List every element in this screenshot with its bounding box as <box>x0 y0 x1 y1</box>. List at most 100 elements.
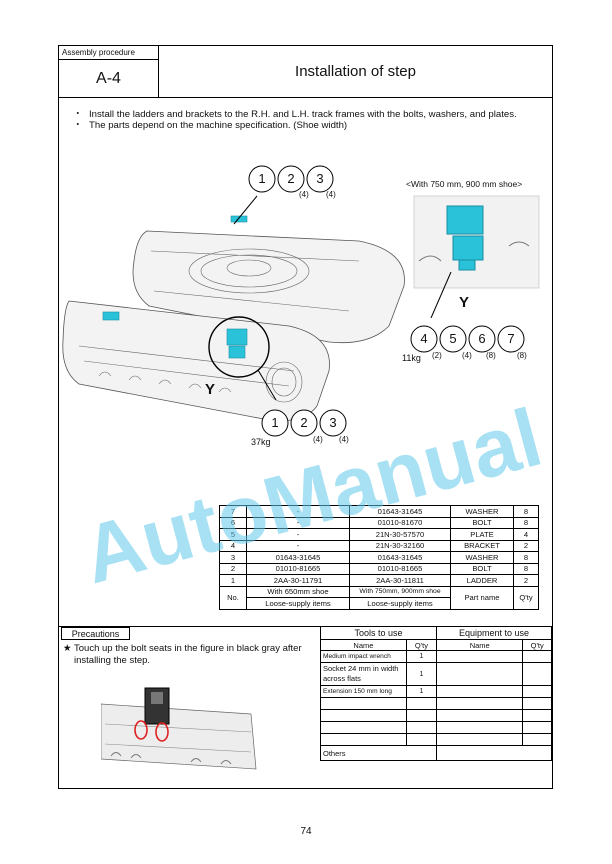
table-row: Medium impact wrench 1 <box>320 650 552 663</box>
cell-qty: 8 <box>513 551 539 564</box>
header-650-loose: Loose-supply items <box>246 597 350 610</box>
callout-weight-bottom: 37kg <box>251 437 271 447</box>
instruction-item: Install the ladders and brackets to the … <box>73 109 543 120</box>
table-row: 2 01010-81665 01010-81665 BOLT 8 <box>219 562 539 575</box>
callout-weight-right: 11kg <box>402 353 421 363</box>
cell-name: WASHER <box>450 505 514 518</box>
tool-qty: 1 <box>405 650 438 663</box>
callout-3-top: 3 <box>316 171 324 186</box>
table-row <box>320 709 552 722</box>
equipment-name <box>436 685 524 698</box>
cell-750: 21N-30-32160 <box>349 539 451 552</box>
precautions-label: Precautions <box>61 627 130 640</box>
header-part-name: Part name <box>450 585 514 610</box>
cell-650: - <box>246 539 350 552</box>
equipment-col-qty: Q'ty <box>522 639 552 651</box>
header-qty: Q'ty <box>513 585 539 610</box>
instruction-item: The parts depend on the machine specific… <box>73 120 543 131</box>
precautions-text: ★ Touch up the bolt seats in the figure … <box>63 643 317 667</box>
callout-qty-3-top: (4) <box>326 190 336 199</box>
cell-no: 3 <box>219 551 247 564</box>
cell-qty: 8 <box>513 505 539 518</box>
cell-no: 7 <box>219 505 247 518</box>
header-750-loose: Loose-supply items <box>349 597 451 610</box>
cell-no: 4 <box>219 539 247 552</box>
instruction-list: Install the ladders and brackets to the … <box>73 109 543 131</box>
table-header-row: No. With 650mm shoe With 750mm, 900mm sh… <box>219 585 539 610</box>
cell-qty: 8 <box>513 562 539 575</box>
page-title: Installation of step <box>295 63 416 80</box>
equipment-name <box>436 662 524 686</box>
tools-table: Tools to use Equipment to use Name Q'ty … <box>319 626 552 761</box>
callout-qty-6-right: (4) <box>462 351 472 360</box>
table-row: Extension 150 mm long 1 <box>320 685 552 698</box>
others-label: Others <box>319 745 438 761</box>
tools-col-qty: Q'ty <box>405 639 438 651</box>
precautions-body: Touch up the bolt seats in the figure in… <box>74 643 302 666</box>
cell-name: BOLT <box>450 516 514 529</box>
table-header-row: Loose-supply items Loose-supply items <box>220 597 539 610</box>
equipment-qty <box>522 685 552 698</box>
callout-qty-2-bottom: (4) <box>313 435 323 444</box>
tool-qty: 1 <box>405 685 438 698</box>
cell-no: 1 <box>219 574 247 587</box>
callout-7-right: 7 <box>507 331 515 346</box>
callout-2-top: 2 <box>287 171 295 186</box>
callout-qty-3-bottom: (4) <box>339 435 349 444</box>
callout-5-right: 5 <box>449 331 457 346</box>
bolt-seat-illustration <box>101 674 261 779</box>
tool-name: Medium impact wrench <box>320 650 407 663</box>
table-row: 3 01643-31645 01643-31645 WASHER 8 <box>219 551 539 564</box>
table-row <box>320 697 552 710</box>
table-row: 7 - 01643-31645 WASHER 8 <box>219 505 539 518</box>
table-row: 6 - 01010-81670 BOLT 8 <box>219 516 539 529</box>
cell-650: - <box>246 528 350 541</box>
callout-qty-7b-right: (8) <box>517 351 527 360</box>
view-label-right: Y <box>459 294 470 311</box>
cell-650: - <box>246 505 350 518</box>
cell-qty: 8 <box>513 516 539 529</box>
page-frame: Assembly procedure A-4 Installation of s… <box>58 45 553 789</box>
callout-qty-5-right: (2) <box>432 351 442 360</box>
cell-750: 01643-31645 <box>349 551 451 564</box>
view-label-left: Y <box>205 381 216 398</box>
detail-caption: <With 750 mm, 900 mm shoe> <box>406 179 523 189</box>
callout-1-bottom: 1 <box>271 415 279 430</box>
tools-title: Tools to use <box>319 626 438 640</box>
cell-650: 2AA-30-11791 <box>246 574 350 587</box>
header-divider <box>59 97 552 98</box>
equipment-col-name: Name <box>436 639 524 651</box>
cell-no: 6 <box>219 516 247 529</box>
cell-750: 01010-81665 <box>349 562 451 575</box>
cell-750: 01643-31645 <box>349 505 451 518</box>
procedure-code: A-4 <box>59 60 159 97</box>
equipment-title: Equipment to use <box>436 626 552 640</box>
cell-750: 01010-81670 <box>349 516 451 529</box>
header-750: With 750mm, 900mm shoe <box>349 585 451 598</box>
callout-1-top: 1 <box>258 171 266 186</box>
parts-table: 7 - 01643-31645 WASHER 8 6 - 01010-81670… <box>219 505 539 610</box>
header-650: With 650mm shoe <box>246 585 350 598</box>
others-row: Others <box>319 745 552 761</box>
cell-650: 01643-31645 <box>246 551 350 564</box>
callout-2-bottom: 2 <box>300 415 308 430</box>
table-row: 1 2AA-30-11791 2AA-30-11811 LADDER 2 <box>219 574 539 587</box>
cell-name: LADDER <box>450 574 514 587</box>
tools-col-name: Name <box>320 639 407 651</box>
tool-name: Socket 24 mm in width across flats <box>320 662 407 686</box>
header-no: No. <box>219 585 247 610</box>
page-number: 74 <box>300 826 312 837</box>
cell-no: 5 <box>219 528 247 541</box>
tool-qty: 1 <box>405 662 438 686</box>
table-row <box>320 721 552 734</box>
cell-qty: 4 <box>513 528 539 541</box>
cell-name: BRACKET <box>450 539 514 552</box>
callout-3-bottom: 3 <box>329 415 337 430</box>
table-row: 5 - 21N-30-57570 PLATE 4 <box>219 528 539 541</box>
cell-650: - <box>246 516 350 529</box>
cell-qty: 2 <box>513 539 539 552</box>
equipment-name <box>436 650 524 663</box>
callout-qty-2-top: (4) <box>299 190 309 199</box>
cell-no: 2 <box>219 562 247 575</box>
tools-title-row: Tools to use Equipment to use <box>319 626 552 640</box>
